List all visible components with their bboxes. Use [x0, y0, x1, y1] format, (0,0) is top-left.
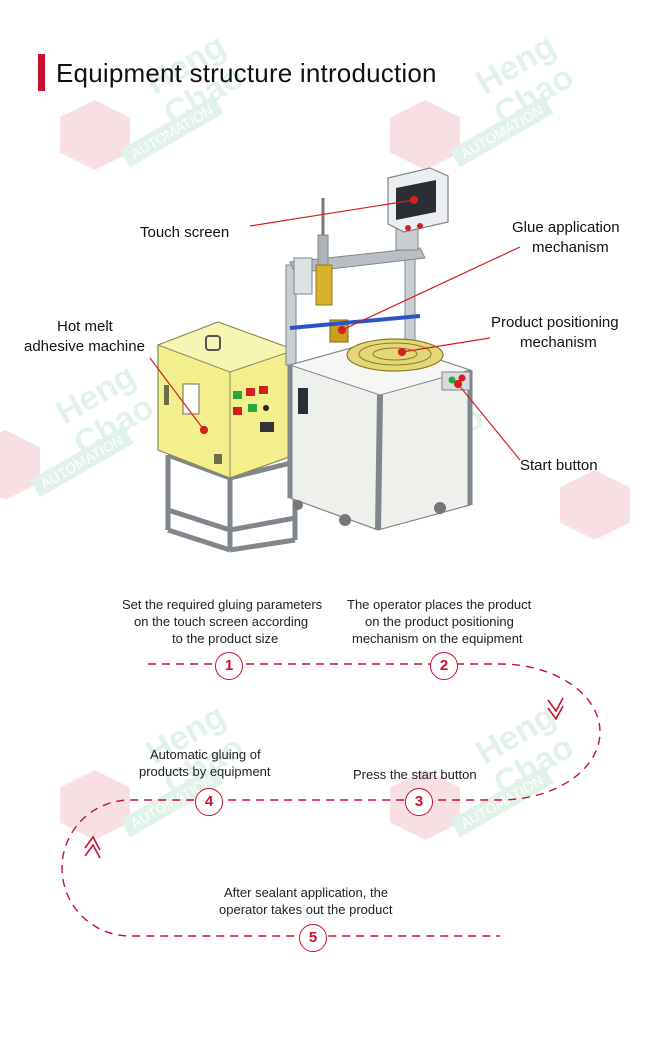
step-1-number: 1 — [215, 652, 243, 680]
label-glue-line2: mechanism — [532, 239, 609, 256]
step-4-number: 4 — [195, 788, 223, 816]
label-touch-screen: Touch screen — [140, 224, 230, 241]
machine-illustration — [149, 167, 521, 553]
page-title: Equipment structure introduction — [56, 58, 437, 88]
step-3-line1: Press the start button — [353, 767, 477, 782]
step-5-line1: After sealant application, the — [224, 885, 389, 900]
flow-arrow — [547, 697, 564, 713]
step-1-line2: on the touch screen according — [134, 614, 309, 629]
label-product-line1: Product positioning — [491, 314, 619, 331]
step-4-line1: Automatic gluing of — [150, 747, 261, 762]
equipment-cabinet — [287, 339, 473, 531]
leader-lines — [149, 195, 521, 461]
hotmelt-machine — [156, 321, 297, 479]
positioning-disc — [346, 338, 444, 372]
label-glue-line1: Glue application — [512, 219, 620, 236]
flow-arrow — [547, 705, 564, 721]
step-2-line3: mechanism on the equipment — [352, 631, 523, 646]
step-3-number: 3 — [405, 788, 433, 816]
flow-arrow — [84, 843, 101, 859]
label-product-line2: mechanism — [520, 334, 597, 351]
flow-arrow — [84, 835, 101, 851]
step-5-number: 5 — [299, 924, 327, 952]
title-accent-bar — [38, 54, 45, 91]
step-2-line2: on the product positioning — [365, 614, 514, 629]
label-hotmelt-line1: Hot melt — [57, 318, 113, 335]
step-5-line2: operator takes out the product — [219, 902, 393, 917]
label-start-button: Start button — [520, 457, 598, 474]
gantry — [285, 198, 426, 366]
step-4-line2: products by equipment — [139, 764, 271, 779]
step-1-line3: to the product size — [172, 631, 279, 646]
step-1-line1: Set the required gluing parameters — [122, 597, 323, 612]
label-hotmelt-line2: adhesive machine — [24, 338, 145, 355]
step-2-number: 2 — [430, 652, 458, 680]
step-2-line1: The operator places the product — [347, 597, 532, 612]
